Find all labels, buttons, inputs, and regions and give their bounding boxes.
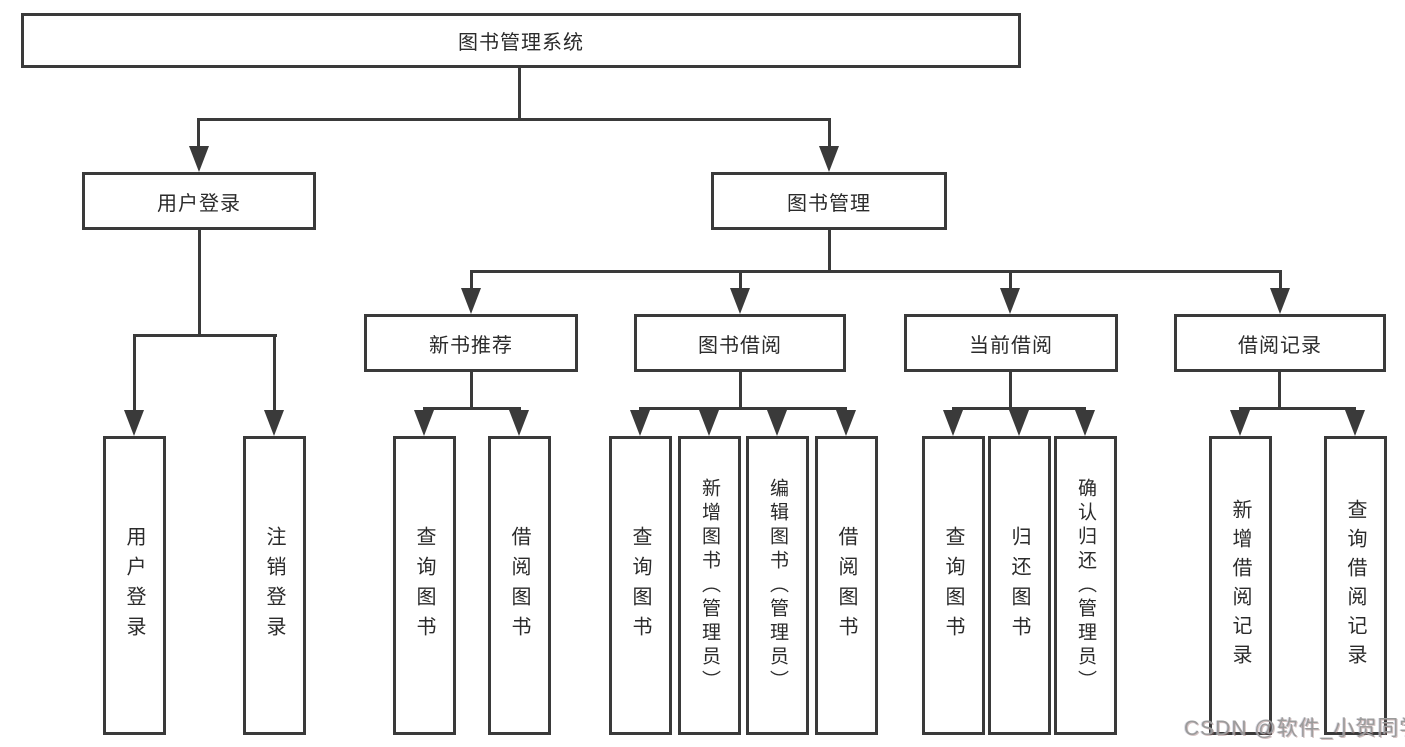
- connector-line: [133, 334, 277, 337]
- connector-line: [1009, 270, 1012, 292]
- node-label: 用户登录: [123, 525, 145, 646]
- connector-line: [828, 230, 831, 273]
- node-label: 新增借阅记录: [1229, 498, 1251, 673]
- arrow-down-icon: [630, 410, 650, 436]
- leaf-confirm-return-admin: 确认归还（管理员）: [1054, 436, 1117, 735]
- connector-line: [198, 230, 201, 336]
- node-label: 用户登录: [157, 192, 241, 215]
- arrow-down-icon: [124, 410, 144, 436]
- arrow-down-icon: [189, 146, 209, 172]
- arrow-down-icon: [264, 410, 284, 436]
- arrow-down-icon: [767, 410, 787, 436]
- node-new-book-recommend: 新书推荐: [364, 314, 578, 372]
- leaf-return-books: 归还图书: [988, 436, 1051, 735]
- connector-line: [197, 118, 200, 150]
- connector-line: [273, 334, 276, 412]
- connector-line: [133, 334, 136, 412]
- arrow-down-icon: [1000, 288, 1020, 314]
- connector-line: [739, 270, 742, 292]
- connector-line: [518, 66, 521, 120]
- connector-line: [952, 407, 1086, 410]
- leaf-logout: 注销登录: [243, 436, 306, 735]
- node-label: 新增图书（管理员）: [699, 477, 720, 694]
- arrow-down-icon: [1345, 410, 1365, 436]
- node-borrowing-records: 借阅记录: [1174, 314, 1386, 372]
- leaf-recommend-borrow-books: 借阅图书: [488, 436, 551, 735]
- connector-line: [423, 407, 521, 410]
- node-label: 借阅图书: [835, 525, 857, 646]
- leaf-user-login: 用户登录: [103, 436, 166, 735]
- node-label: 当前借阅: [969, 334, 1053, 357]
- connector-line: [1239, 407, 1356, 410]
- node-label: 图书借阅: [698, 334, 782, 357]
- node-book-borrowing: 图书借阅: [634, 314, 846, 372]
- connector-line: [470, 270, 473, 292]
- watermark: CSDN @软件_小贺同学: [1184, 717, 1405, 740]
- node-label: 查询图书: [413, 525, 435, 646]
- arrow-down-icon: [1075, 410, 1095, 436]
- connector-line: [639, 407, 847, 410]
- node-user-login: 用户登录: [82, 172, 316, 230]
- arrow-down-icon: [730, 288, 750, 314]
- node-label: 图书管理系统: [458, 32, 584, 54]
- leaf-add-borrow-record: 新增借阅记录: [1209, 436, 1272, 735]
- arrow-down-icon: [1270, 288, 1290, 314]
- arrow-down-icon: [509, 410, 529, 436]
- node-label: 注销登录: [263, 525, 285, 646]
- connector-line: [1009, 372, 1012, 410]
- node-label: 查询图书: [629, 525, 651, 646]
- connector-line: [470, 372, 473, 410]
- node-label: 查询图书: [942, 525, 964, 646]
- connector-line: [197, 118, 831, 121]
- connector-line: [1279, 270, 1282, 292]
- node-label: 编辑图书（管理员）: [767, 477, 788, 694]
- node-label: 查询借阅记录: [1344, 498, 1366, 673]
- arrow-down-icon: [1009, 410, 1029, 436]
- arrow-down-icon: [943, 410, 963, 436]
- arrow-down-icon: [1230, 410, 1250, 436]
- node-book-management: 图书管理: [711, 172, 947, 230]
- node-library-system: 图书管理系统: [21, 13, 1021, 68]
- connector-line: [1278, 372, 1281, 410]
- node-label: 确认归还（管理员）: [1075, 477, 1096, 694]
- connector-line: [470, 270, 1282, 273]
- node-label: 图书管理: [787, 192, 871, 215]
- node-label: 借阅图书: [508, 525, 530, 646]
- arrow-down-icon: [461, 288, 481, 314]
- leaf-recommend-query-books: 查询图书: [393, 436, 456, 735]
- connector-line: [828, 118, 831, 150]
- node-label: 归还图书: [1008, 525, 1030, 646]
- leaf-add-books-admin: 新增图书（管理员）: [678, 436, 741, 735]
- arrow-down-icon: [699, 410, 719, 436]
- node-label: 借阅记录: [1238, 334, 1322, 357]
- node-current-borrowing: 当前借阅: [904, 314, 1118, 372]
- arrow-down-icon: [836, 410, 856, 436]
- leaf-borrowing-query-books: 查询图书: [609, 436, 672, 735]
- arrow-down-icon: [819, 146, 839, 172]
- arrow-down-icon: [414, 410, 434, 436]
- node-label: 新书推荐: [429, 334, 513, 357]
- leaf-edit-books-admin: 编辑图书（管理员）: [746, 436, 809, 735]
- connector-line: [739, 372, 742, 410]
- leaf-query-borrow-record: 查询借阅记录: [1324, 436, 1387, 735]
- leaf-current-query-books: 查询图书: [922, 436, 985, 735]
- leaf-borrowing-borrow-books: 借阅图书: [815, 436, 878, 735]
